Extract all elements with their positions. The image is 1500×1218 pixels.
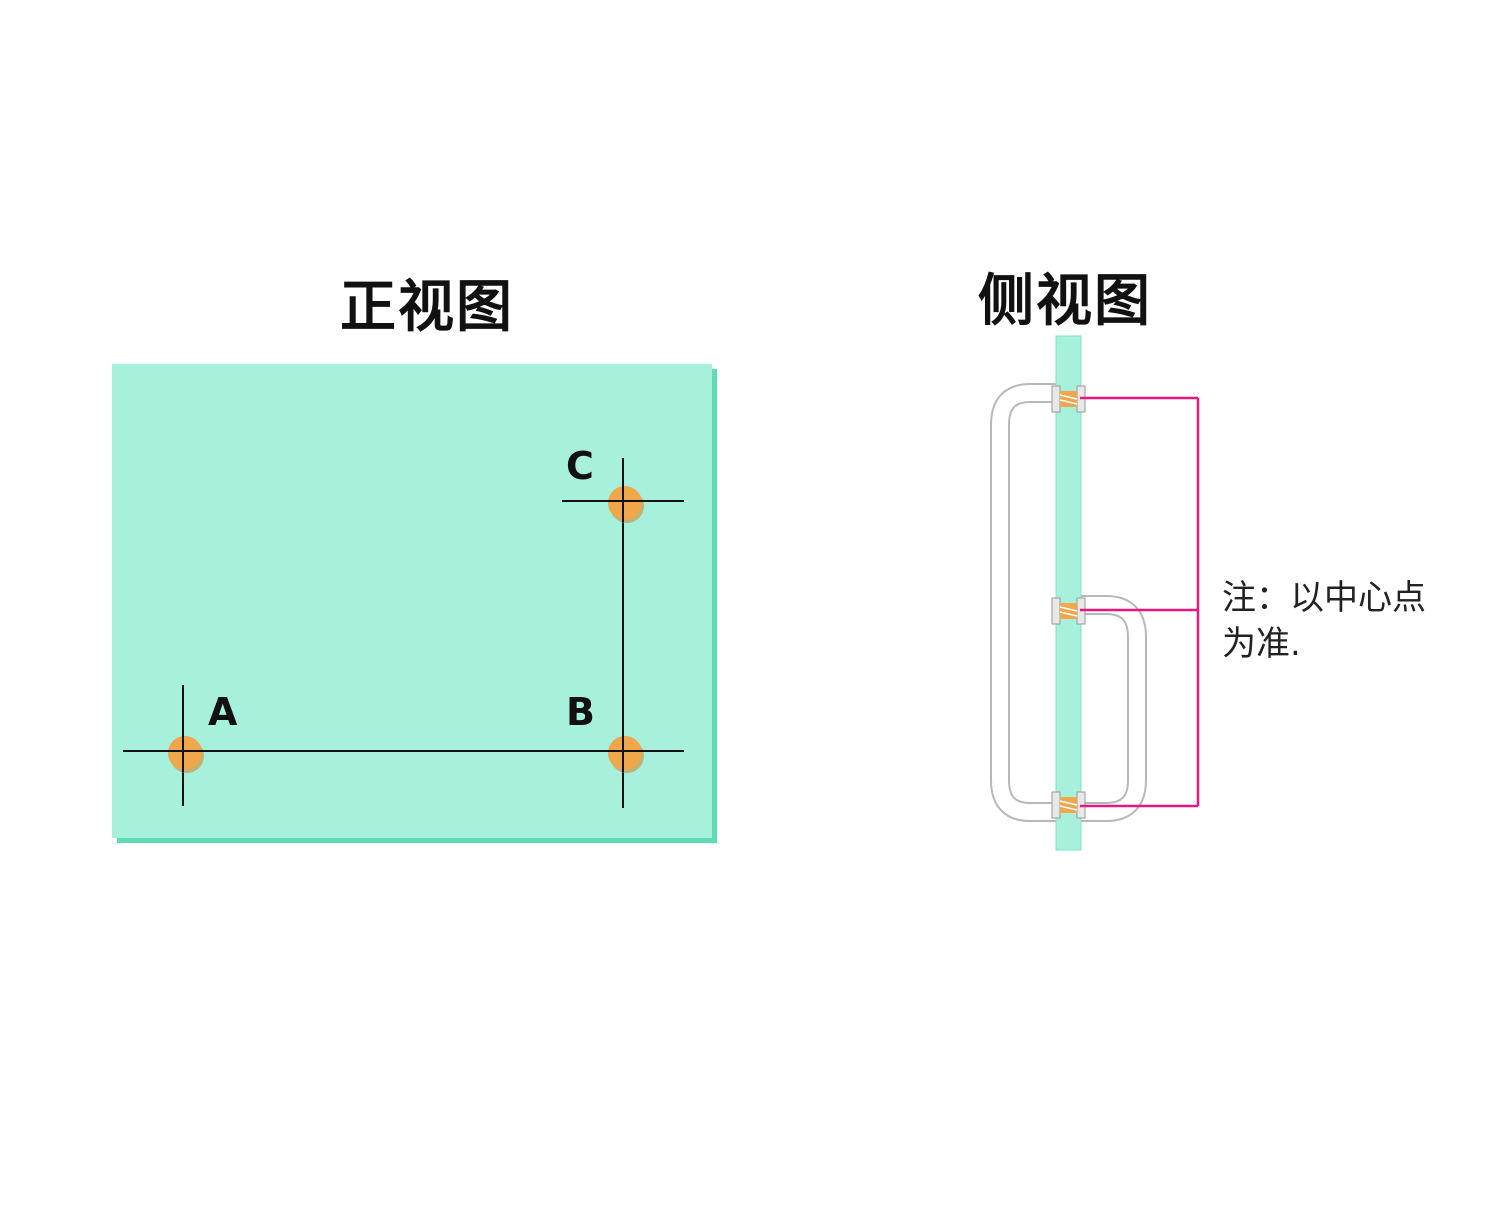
note-line-1: 注：以中心点 — [1222, 578, 1426, 618]
point-label-b: B — [566, 690, 595, 734]
front-view-title: 正视图 — [340, 275, 514, 340]
side-view — [990, 335, 1200, 851]
short-handle — [1070, 595, 1147, 822]
hole-c — [606, 484, 644, 523]
note-line-2: 为准. — [1222, 624, 1301, 664]
side-view-title: 侧视图 — [978, 269, 1152, 334]
glass-edge — [1055, 335, 1082, 851]
point-label-a: A — [208, 690, 238, 734]
hole-a — [166, 734, 204, 773]
dimension-bracket — [1080, 396, 1200, 808]
front-view — [112, 364, 717, 843]
point-label-c: C — [566, 444, 594, 488]
hole-b — [606, 734, 644, 773]
long-handle — [990, 383, 1066, 822]
